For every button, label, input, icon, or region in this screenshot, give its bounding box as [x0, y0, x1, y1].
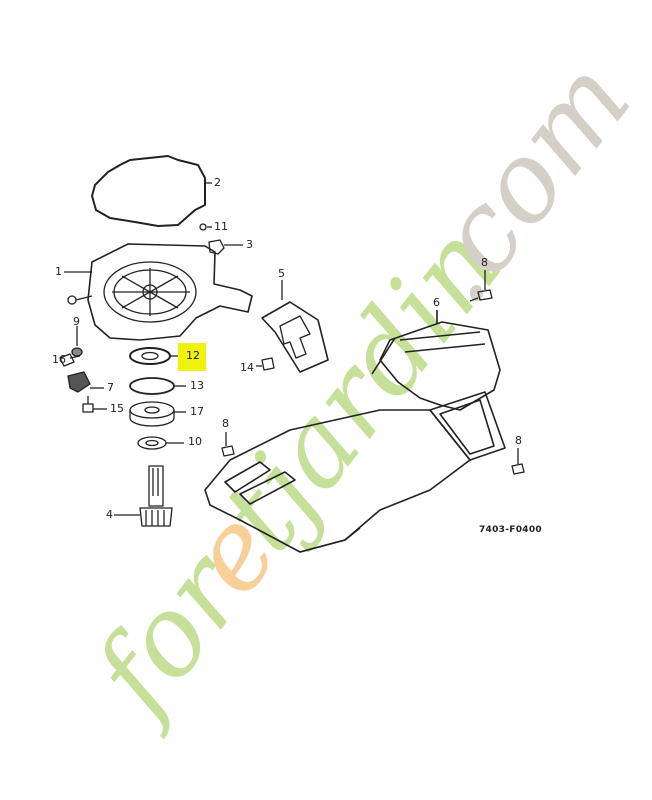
- callout-9[interactable]: 9: [73, 315, 80, 328]
- oil-seal-part-12: [129, 347, 171, 365]
- bearing-part-17: [129, 401, 175, 419]
- bolt-part-8-upper: [469, 270, 493, 302]
- callout-15[interactable]: 15: [110, 402, 124, 415]
- callout-8-left[interactable]: 8: [222, 417, 229, 430]
- callout-11[interactable]: 11: [214, 220, 228, 233]
- bolt-part-16: [59, 353, 75, 367]
- callout-5[interactable]: 5: [278, 267, 285, 280]
- callout-8-upper[interactable]: 8: [481, 256, 488, 269]
- nut-part-11: [199, 223, 207, 231]
- callout-4[interactable]: 4: [106, 508, 113, 521]
- clip-part-7: [67, 371, 91, 393]
- diagram-reference-code: 7403-F0400: [479, 525, 542, 535]
- callout-6[interactable]: 6: [433, 296, 440, 309]
- gasket-part-2: [91, 155, 206, 227]
- bolt-part-15: [82, 403, 94, 413]
- bolt-part-14: [261, 357, 275, 371]
- callout-7[interactable]: 7: [107, 381, 114, 394]
- callout-8-right[interactable]: 8: [515, 434, 522, 447]
- callout-16[interactable]: 16: [52, 353, 66, 366]
- callout-3[interactable]: 3: [246, 238, 253, 251]
- part-12-highlight: [178, 343, 206, 371]
- washer-part-10: [137, 436, 167, 450]
- callout-14[interactable]: 14: [240, 361, 254, 374]
- bracket-part-5: [261, 280, 329, 373]
- bolt-part-8-right: [511, 448, 525, 475]
- callout-10[interactable]: 10: [188, 435, 202, 448]
- o-ring-part-13: [129, 377, 175, 395]
- plug-part-3: [208, 239, 225, 255]
- callout-12[interactable]: 12: [186, 349, 200, 362]
- pinion-gear-part-4: [139, 465, 173, 527]
- callout-17[interactable]: 17: [190, 405, 204, 418]
- callout-1[interactable]: 1: [55, 265, 62, 278]
- callout-13[interactable]: 13: [190, 379, 204, 392]
- washer-part-9: [71, 347, 83, 357]
- callout-2[interactable]: 2: [214, 176, 221, 189]
- housing-part-6: [204, 310, 506, 553]
- case-cover-part-1: [67, 243, 253, 341]
- bolt-part-8-left: [221, 432, 235, 457]
